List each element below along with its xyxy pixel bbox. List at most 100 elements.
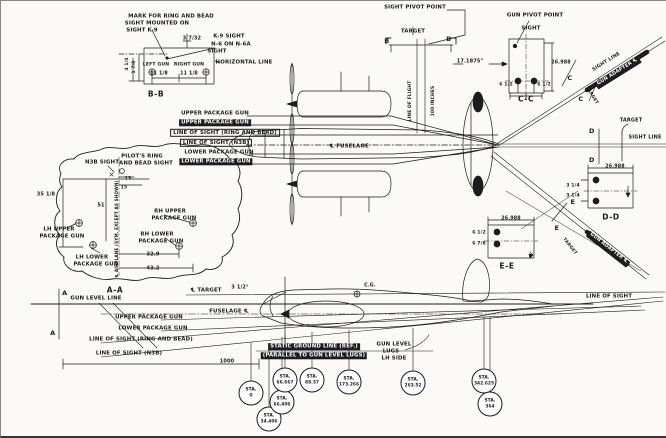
section-c-mark1: C — [567, 73, 573, 82]
lower-gun-adapter: GUN ADAPTER ℄ — [585, 230, 631, 268]
rh-upper-gun-line2: PACKAGE GUN — [151, 215, 197, 222]
bb-dim-11-18-left: 11 1/8 — [150, 71, 168, 77]
station-value: 88.37 — [305, 380, 319, 385]
station-prefix: STA. — [484, 398, 496, 404]
ee-section-label: E-E — [499, 261, 515, 271]
station-value: 364 — [485, 404, 495, 409]
lh-upper-gun-line1: LH UPPER — [43, 226, 75, 233]
section-e-mark2: E — [554, 223, 560, 232]
gun-pivot-point: GUN PIVOT POINT — [506, 12, 564, 19]
cc-section-label: C-C — [517, 94, 535, 104]
dd-section-label: D-D — [602, 212, 620, 222]
station-value: 66.667 — [276, 380, 294, 385]
side-los-n3b: LINE OF SIGHT (N3B) — [95, 350, 163, 357]
ee-dim-26988: 26.988 — [501, 216, 521, 222]
station-prefix: STA. — [478, 375, 490, 381]
station-value: 34.406 — [260, 419, 278, 424]
plan-upper-package-gun-hl: UPPER PACKAGE GUN — [179, 119, 251, 127]
aa-section-label: A-A — [106, 285, 124, 295]
plan-lower-package-gun-hl: LOWER PACKAGE GUN — [179, 158, 253, 166]
sight-pivot-point: SIGHT PIVOT POINT — [384, 4, 446, 11]
plan-upper-package-gun: UPPER PACKAGE GUN — [181, 110, 249, 117]
lh-lower-gun-line2: PACKAGE GUN — [73, 261, 119, 268]
bb-note-line1: MARK FOR RING AND BEAD — [128, 13, 214, 20]
rh-lower-gun-line2: PACKAGE GUN — [138, 238, 184, 245]
upper-target: TARGET — [584, 85, 599, 106]
bb-k9-sight: K-9 SIGHT — [213, 33, 245, 40]
station-bubble-263.52: STA.263.52 — [400, 370, 426, 396]
cc-dim-26988: 26.988 — [551, 60, 571, 66]
station-value: 66.406 — [273, 402, 291, 407]
plan-fuselage-centerline: ℄ FUSELAGE — [329, 143, 369, 150]
cc-dim-6-12-right: 6 1/2 — [537, 82, 551, 88]
lh-upper-gun-line2: PACKAGE GUN — [39, 233, 85, 240]
plan-los-ring-bead: LINE OF SIGHT (RING AND BEAD) — [170, 128, 280, 138]
lower-target: TARGET — [561, 237, 578, 256]
section-bb-drawing — [118, 29, 221, 85]
static-ground-line1: STATIC GROUND LINE (REF.) — [268, 343, 360, 351]
gun-level-lugs-line1: GUN LEVEL — [376, 341, 412, 348]
bb-dim-3-7-32: 3 7/32 — [182, 35, 202, 42]
section-b-mark-left: B — [384, 36, 390, 45]
rh-lower-gun-line1: RH LOWER — [140, 231, 174, 238]
station-value: 263.52 — [404, 383, 422, 388]
n3b-sight: N3B SIGHT — [84, 159, 120, 166]
bb-section-label: B-B — [147, 89, 165, 99]
section-a-mark2: A — [50, 328, 56, 337]
section-dd-drawing — [580, 164, 638, 209]
station-bubble-364: STA.364 — [477, 391, 503, 417]
ee-dim-6-12: 6 1/2 — [472, 230, 486, 236]
station-prefix: STA. — [245, 387, 257, 393]
aa-dim-329: 32.9 — [146, 251, 160, 258]
plan-view-aircraft — [228, 9, 508, 226]
gun-level-lugs-line2: LUGS — [382, 348, 400, 355]
station-prefix: STA. — [276, 396, 288, 402]
dd-dim-3-14-upper: 3 1/4 — [566, 183, 580, 189]
aa-dim-432: 43.2 — [146, 265, 160, 272]
target-centerline: ℄ TARGET — [190, 287, 222, 294]
station-prefix: STA. — [343, 376, 355, 382]
side-fuselage-centerline: FUSELAGE ℄ — [209, 308, 249, 315]
section-a-mark1: A — [62, 288, 68, 297]
side-view-aircraft — [30, 258, 666, 409]
d-target: TARGET — [619, 117, 643, 124]
bb-note-line3: SIGHT K-9 — [126, 27, 158, 34]
dim-3-5-deg: 3 1/2° — [231, 284, 249, 291]
station-bubble-173.266: STA.173.266 — [336, 369, 362, 395]
bb-right-gun: RIGHT GUN — [173, 62, 205, 68]
gun-level-lugs-line3: LH SIDE — [381, 355, 407, 362]
dd-dim-26988: 26.988 — [605, 164, 625, 170]
bb-n6-sight-2: SIGHT — [207, 48, 227, 55]
station-bubble-342.625: STA.342.625 — [471, 368, 497, 394]
station-value: 0 — [249, 393, 253, 398]
cc-dim-6-12-left: 6 1/2 — [499, 82, 513, 88]
aa-dim-35-18: 35 1/8 — [36, 191, 56, 198]
station-prefix: STA. — [263, 413, 275, 419]
aa-dim-51: 51 — [97, 202, 105, 209]
side-lower-package-gun: LOWER PACKAGE GUN — [118, 325, 188, 332]
station-prefix: STA. — [306, 374, 318, 380]
aa-dim-15: 15 — [120, 185, 128, 191]
hundred-inches: 100 INCHES — [430, 85, 436, 117]
bb-dim-4-14: 4 1/4 — [124, 57, 130, 71]
d-sight-line: SIGHT LINE — [628, 134, 662, 141]
section-d-mark1: D — [589, 126, 595, 135]
cg-label: C.G. — [364, 283, 376, 289]
dim-17-1875: 17.1875" — [456, 58, 484, 65]
station-bubble-66.406: STA.66.406 — [269, 389, 295, 415]
section-c-mark2: C — [578, 94, 584, 103]
bb-left-gun: LEFT GUN — [142, 62, 170, 68]
pilots-ring-line2: AND BEAD SIGHT — [119, 160, 173, 167]
bb-horizontal-line: HORIZONTAL LINE — [215, 59, 273, 66]
section-e-mark1: E — [570, 197, 576, 206]
dd-dim-3-14-lower: 3 1/4 — [566, 193, 580, 199]
station-bubble-0: STA.0 — [238, 380, 264, 406]
section-cc-drawing — [504, 20, 555, 100]
bb-dim-1-78: 1 7/8 — [131, 60, 137, 74]
ee-dim-6-78: 6 7/8 — [472, 241, 486, 247]
station-value: 342.625 — [474, 381, 494, 386]
station-prefix: STA. — [279, 374, 291, 380]
lh-lower-gun-line1: LH LOWER — [75, 254, 109, 261]
